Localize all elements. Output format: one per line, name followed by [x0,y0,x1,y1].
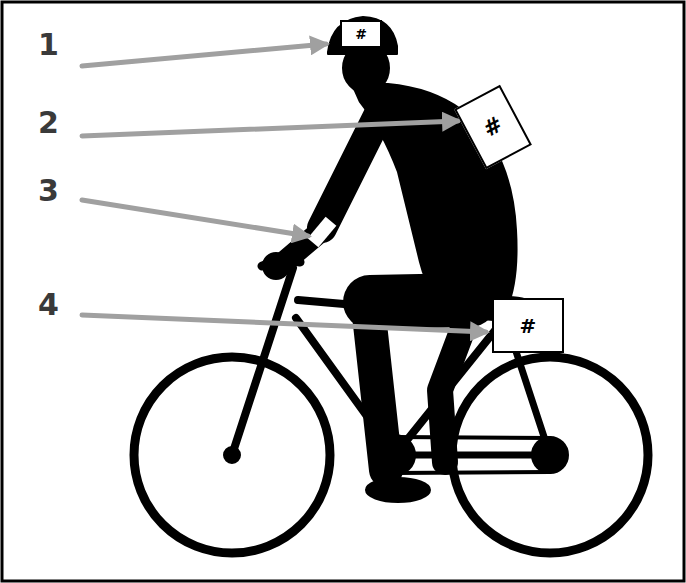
leader-arrow [82,315,486,332]
marker-box: # [492,298,564,353]
callout-number: 4 [38,290,59,320]
leader-arrow [82,121,458,136]
chain-stay [395,452,550,459]
bicycle [134,261,648,553]
chain-top [395,437,550,438]
front-wheel [134,357,330,553]
box-symbol: # [520,316,537,336]
chain-bottom [395,472,550,473]
thigh [370,300,470,302]
fork [232,268,293,455]
box-symbol: # [480,113,507,141]
lower-leg [368,306,386,470]
callout-number: 2 [38,108,59,138]
leader-arrows [82,44,486,332]
leader-arrow [82,200,308,236]
callout-number: 3 [38,176,59,206]
rear-sprocket [532,437,568,473]
upper-arm [322,112,380,228]
front-hub [224,447,240,463]
marker-box: # [340,20,382,48]
arm-band [308,217,337,247]
rider-silhouette [263,17,517,502]
leader-arrow [82,44,326,66]
box-symbol: # [355,27,367,41]
callout-number: 1 [38,30,59,60]
hand [263,253,289,279]
foot [366,478,430,502]
